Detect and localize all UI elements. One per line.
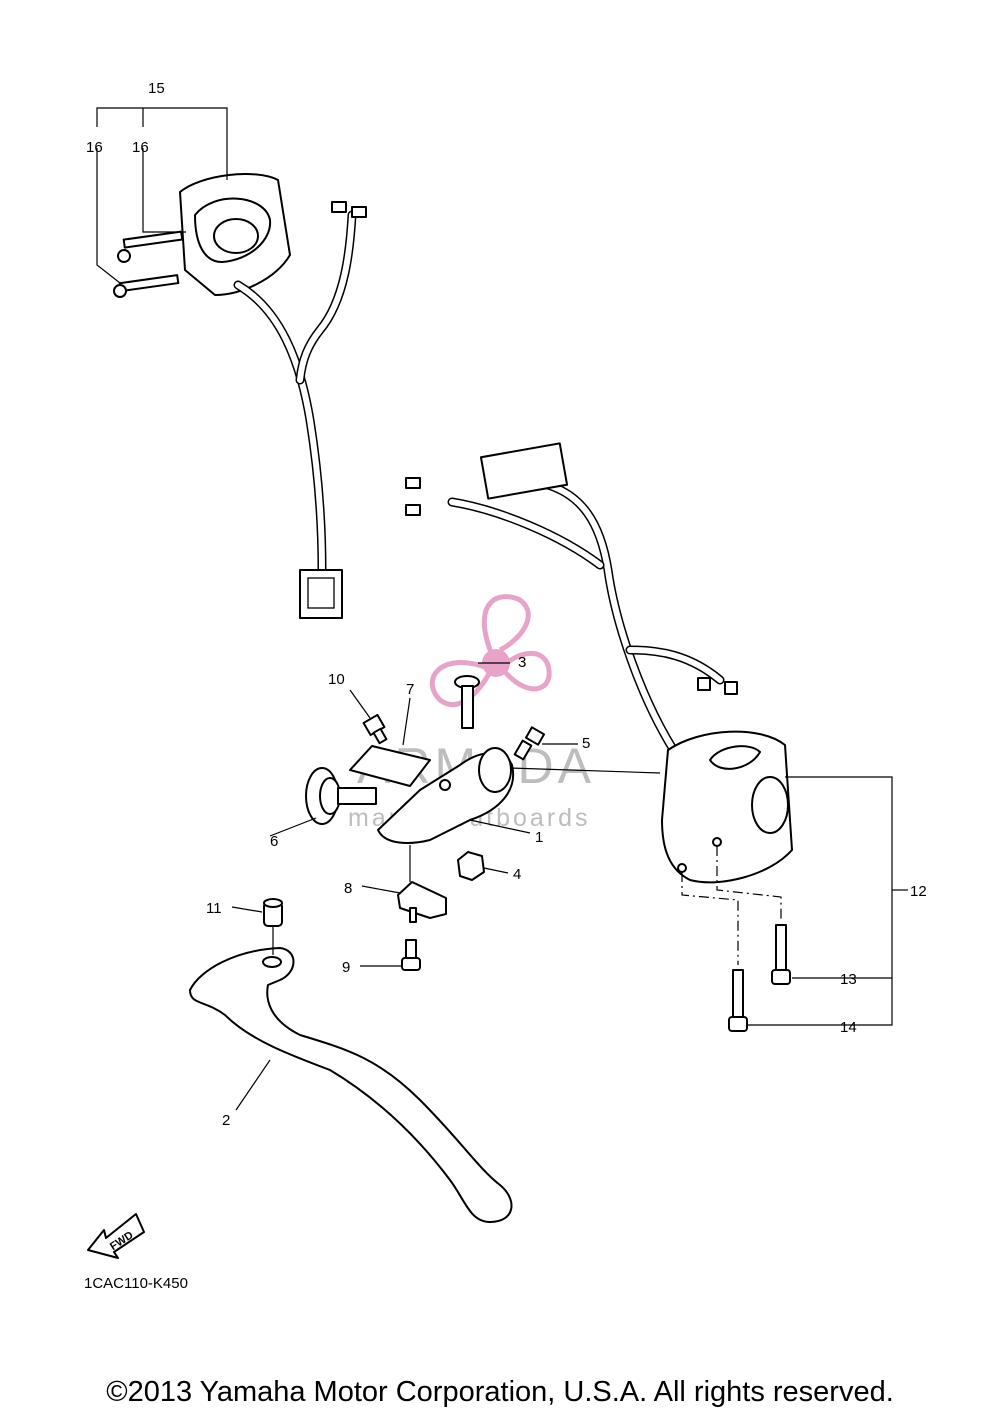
fwd-arrow-icon: FWD xyxy=(87,1213,145,1259)
callout-12: 12 xyxy=(910,883,927,900)
callout-8: 8 xyxy=(344,880,352,897)
part-1-lever-holder xyxy=(349,745,515,844)
leader-lines xyxy=(96,107,908,1111)
callout-3: 3 xyxy=(518,654,526,671)
callout-2: 2 xyxy=(222,1112,230,1129)
callout-14: 14 xyxy=(840,1019,857,1036)
copyright-notice: ©2013 Yamaha Motor Corporation, U.S.A. A… xyxy=(106,1376,894,1408)
callout-7: 7 xyxy=(406,681,414,698)
part-10-bolt xyxy=(362,713,388,745)
part-11-bushing xyxy=(263,898,283,927)
callout-6: 6 xyxy=(270,833,278,850)
part-6-adjuster xyxy=(305,767,377,825)
part-15-handlebar-switch-left xyxy=(113,173,367,619)
part-16-screw-lower xyxy=(113,274,180,298)
part-4-nut xyxy=(457,851,485,881)
callout-11: 11 xyxy=(206,900,222,917)
callout-5: 5 xyxy=(582,735,590,752)
part-16-screw-upper xyxy=(117,230,184,263)
callout-4: 4 xyxy=(513,866,521,883)
callout-1: 1 xyxy=(535,829,543,846)
part-12-handlebar-switch-right xyxy=(405,442,793,884)
part-13-screw xyxy=(771,924,791,985)
callout-16-left: 16 xyxy=(86,139,103,156)
part-5-bolt xyxy=(513,726,546,761)
part-3-bolt xyxy=(454,675,480,729)
callout-numbers: 15 16 16 3 10 7 5 1 6 4 8 12 11 9 13 14 … xyxy=(86,80,927,1129)
callout-16-right: 16 xyxy=(132,139,149,156)
part-8-switch xyxy=(397,881,447,923)
callout-10: 10 xyxy=(328,671,345,688)
part-14-screw xyxy=(728,969,748,1032)
callout-15: 15 xyxy=(148,80,165,97)
callout-13: 13 xyxy=(840,971,857,988)
part-9-screw xyxy=(401,939,421,971)
diagram-reference-code: 1CAC110-K450 xyxy=(84,1275,188,1292)
propeller-logo-icon xyxy=(429,594,552,708)
part-2-clutch-lever xyxy=(189,947,513,1223)
callout-9: 9 xyxy=(342,959,350,976)
